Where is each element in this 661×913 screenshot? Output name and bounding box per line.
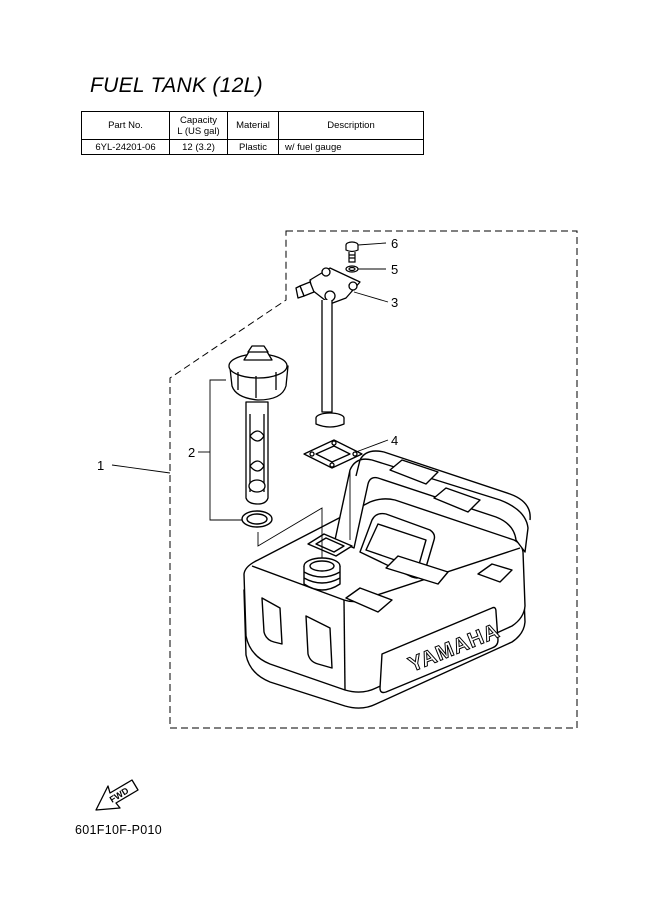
diagram-code: 601F10F-P010	[75, 823, 162, 837]
assembly-boundary	[169, 230, 578, 729]
header-description: Description	[278, 111, 424, 140]
callout-6: 6	[391, 236, 398, 251]
page-title: FUEL TANK (12L)	[90, 74, 263, 97]
callout-1: 1	[97, 458, 104, 473]
callout-2: 2	[188, 445, 195, 460]
fuel-gauge	[228, 345, 289, 505]
header-capacity-line1: Capacity	[180, 114, 217, 126]
callout-4: 4	[391, 433, 398, 448]
header-capacity: Capacity L (US gal)	[169, 111, 228, 140]
header-part-no: Part No.	[81, 111, 170, 140]
screw	[345, 241, 359, 263]
fuel-tank	[243, 450, 531, 709]
header-material: Material	[227, 111, 279, 140]
cell-description: w/ fuel gauge	[278, 139, 424, 155]
header-capacity-line2: L (US gal)	[177, 125, 220, 137]
table-row: 6YL-24201-06 12 (3.2) Plastic w/ fuel ga…	[81, 139, 424, 155]
fuel-pickup	[295, 267, 361, 428]
washer	[345, 265, 359, 273]
gasket	[303, 439, 363, 469]
cell-part-no: 6YL-24201-06	[81, 139, 170, 155]
cell-material: Plastic	[227, 139, 279, 155]
table-header-row: Part No. Capacity L (US gal) Material De…	[81, 111, 424, 140]
leader-lines	[111, 242, 389, 558]
callout-3: 3	[391, 295, 398, 310]
callout-5: 5	[391, 262, 398, 277]
spec-table: Part No. Capacity L (US gal) Material De…	[81, 111, 424, 155]
o-ring	[241, 510, 273, 528]
fwd-arrow-icon: FWD	[95, 779, 139, 811]
